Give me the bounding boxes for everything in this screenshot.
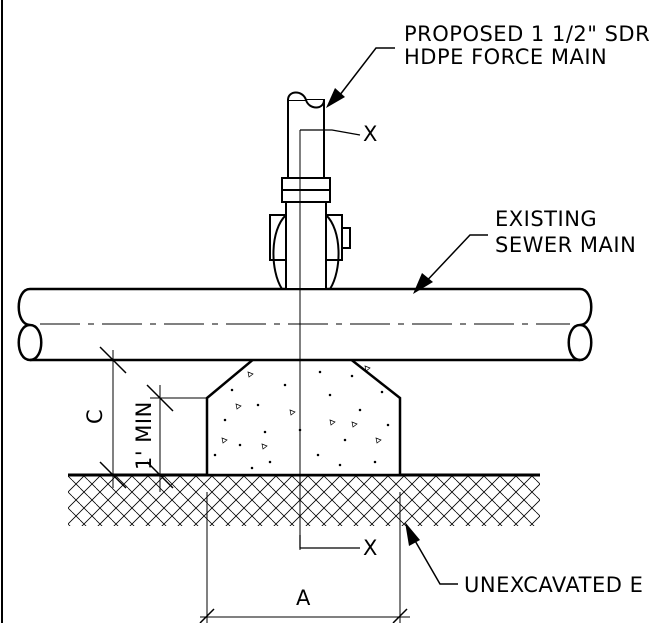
dim-min-tick-top bbox=[146, 384, 174, 412]
dim-min-tick-bottom bbox=[146, 461, 174, 489]
section-mark-top-line bbox=[300, 129, 361, 136]
force-main-label-line2: HDPE FORCE MAIN bbox=[404, 45, 607, 69]
soil-hatch bbox=[68, 476, 540, 526]
sewer-main-label-line2: SEWER MAIN bbox=[495, 233, 636, 257]
dim-c-tick-top bbox=[99, 346, 127, 374]
dim-a-tick-right bbox=[392, 608, 408, 623]
unexcavated-label: UNEXCAVATED E bbox=[464, 573, 643, 597]
force-main-label-line1: PROPOSED 1 1/2" SDR bbox=[404, 22, 650, 46]
sewer-main-leader bbox=[419, 234, 488, 289]
concrete-support-block bbox=[205, 341, 402, 477]
force-main-arrowhead bbox=[326, 88, 345, 108]
force-main-pipe bbox=[281, 91, 331, 203]
section-mark-top: X bbox=[363, 122, 378, 146]
unexcavated-leader bbox=[409, 531, 458, 585]
dim-c-label: C bbox=[83, 409, 107, 424]
concrete-stipple bbox=[213, 349, 390, 470]
section-mark-bottom-line bbox=[299, 535, 360, 549]
unexcavated-arrowhead bbox=[405, 522, 420, 546]
force-main-leader bbox=[335, 47, 395, 101]
sewer-main-label-line1: EXISTING bbox=[495, 207, 597, 231]
dim-c-tick-bottom bbox=[99, 461, 127, 489]
saddle-fitting bbox=[269, 199, 351, 290]
dim-min-label: 1' MIN bbox=[132, 401, 156, 470]
dim-a-label: A bbox=[296, 586, 311, 610]
dim-a-tick-left bbox=[199, 608, 215, 623]
section-mark-bottom: X bbox=[363, 536, 378, 560]
sewer-main-arrowhead bbox=[413, 273, 433, 294]
